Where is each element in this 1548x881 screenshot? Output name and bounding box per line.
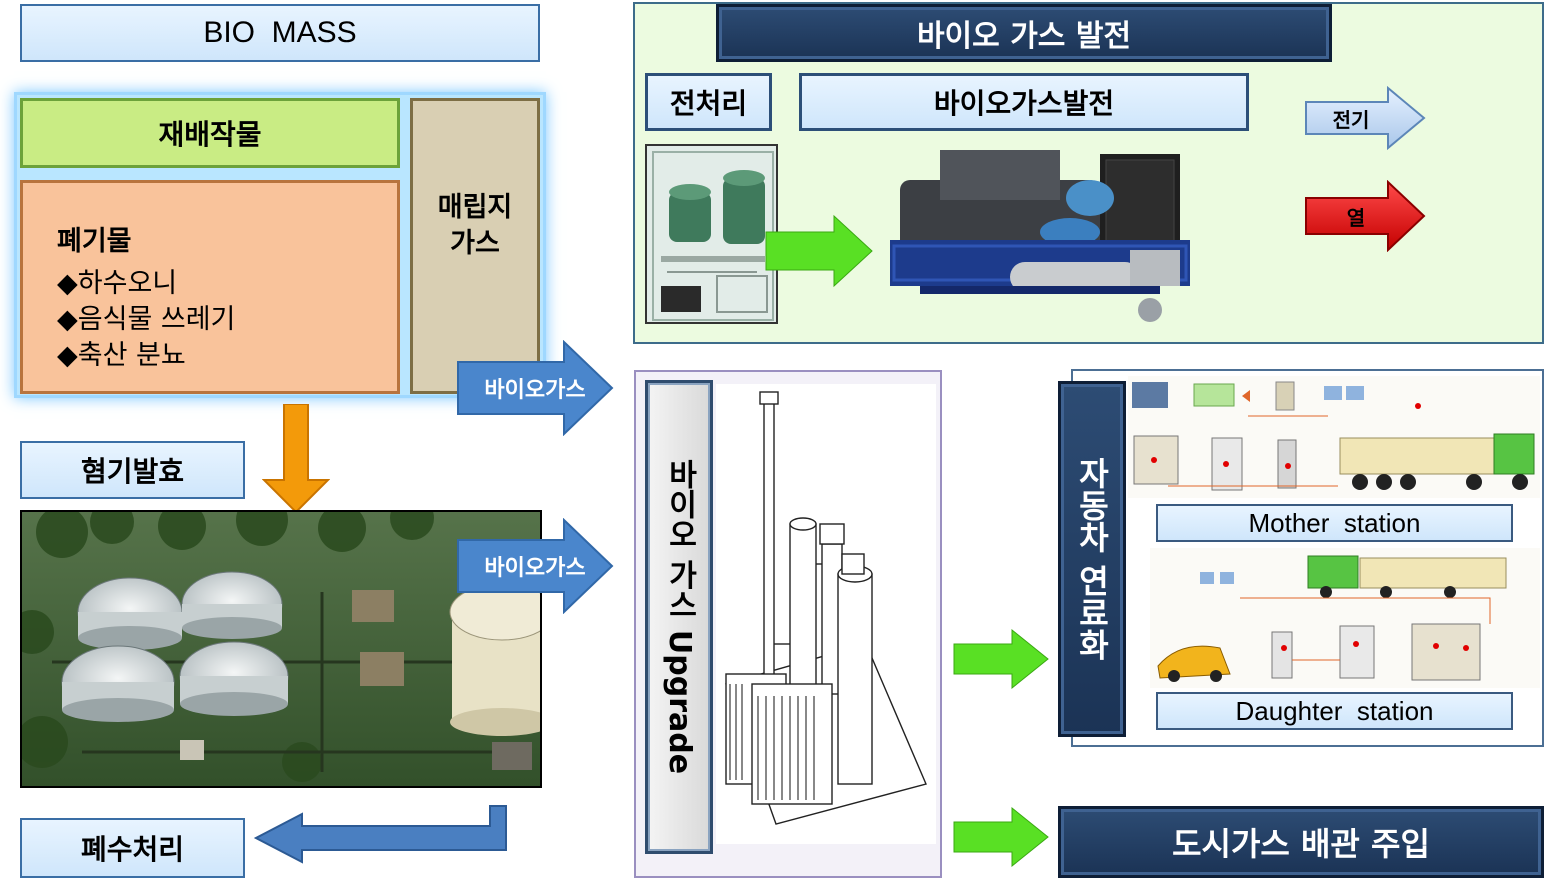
biomass-title-box: BIO MASS [20, 4, 540, 62]
mother-station-label: Mother station [1248, 507, 1421, 538]
power-generation-title: 바이오 가스 발전 [916, 19, 1132, 54]
waste-title: 폐기물 [57, 226, 132, 257]
electricity-label: 전기 [1332, 107, 1370, 132]
city-gas-label: 도시가스 배관 주입 [1172, 825, 1430, 863]
generator-illustration [890, 150, 1190, 322]
vehicle-fuel-label: 자동차 연료화 [1073, 457, 1111, 661]
pretreatment-label: 전처리 [669, 87, 748, 120]
daughter-station-diagram [1150, 548, 1540, 688]
mother-station-illustration [1128, 376, 1540, 498]
wastewater-box: 폐수처리 [20, 818, 245, 878]
waste-item: ◆하수오니 [57, 268, 178, 299]
anaerobic-fermentation-box: 혐기발효 [20, 441, 245, 499]
upgrade-label-box: 바이오 가스 Upgrade [645, 380, 713, 854]
biogas-arrow-bottom-label: 바이오가스 [484, 556, 586, 581]
biogas-generation-box: 바이오가스발전 [799, 73, 1249, 131]
biomass-title: BIO MASS [203, 16, 357, 49]
heat-label: 열 [1346, 205, 1366, 230]
waste-item: ◆축산 분뇨 [57, 340, 186, 371]
green-arrow-to-city-gas [953, 806, 1049, 868]
pretreatment-equipment-illustration [647, 146, 776, 322]
daughter-station-label: Daughter station [1235, 695, 1434, 726]
waste-box: 폐기물 ◆하수오니 ◆음식물 쓰레기 ◆축산 분뇨 [20, 180, 400, 394]
upgrade-plant-illustration [725, 391, 927, 825]
digester-plant-image [20, 510, 542, 788]
daughter-station-box: Daughter station [1156, 692, 1513, 730]
wastewater-label: 폐수처리 [80, 833, 185, 866]
biogas-arrow-top: 바이오가스 [456, 340, 614, 436]
electricity-arrow: 전기 [1304, 86, 1428, 150]
crops-box: 재배작물 [20, 98, 400, 168]
down-arrow-orange [262, 404, 330, 514]
upgrade-plant-image [716, 384, 936, 844]
digester-plant-illustration [22, 512, 540, 786]
heat-arrow: 열 [1304, 180, 1428, 252]
biogas-arrow-top-label: 바이오가스 [484, 378, 586, 403]
pretreatment-equipment-image [645, 144, 778, 324]
waste-item: ◆음식물 쓰레기 [57, 304, 236, 335]
mother-station-box: Mother station [1156, 504, 1513, 542]
green-arrow-pretreatment [765, 214, 873, 288]
generator-image [880, 140, 1200, 330]
landfill-gas-label: 매립지 가스 [437, 192, 513, 259]
mother-station-diagram [1128, 376, 1540, 498]
biogas-generation-label: 바이오가스발전 [933, 87, 1115, 120]
landfill-gas-box: 매립지 가스 [410, 98, 540, 394]
daughter-station-illustration [1150, 548, 1540, 688]
power-generation-title-box: 바이오 가스 발전 [716, 4, 1332, 62]
green-arrow-to-vehicle [953, 628, 1049, 690]
pretreatment-box: 전처리 [645, 73, 772, 131]
city-gas-box: 도시가스 배관 주입 [1058, 806, 1544, 878]
crops-label: 재배작물 [158, 118, 262, 151]
anaerobic-fermentation-label: 혐기발효 [80, 455, 185, 488]
vehicle-fuel-label-box: 자동차 연료화 [1058, 381, 1126, 737]
upgrade-label: 바이오 가스 Upgrade [662, 459, 697, 775]
biogas-arrow-bottom: 바이오가스 [456, 518, 614, 614]
return-arrow-to-wastewater [253, 805, 507, 864]
